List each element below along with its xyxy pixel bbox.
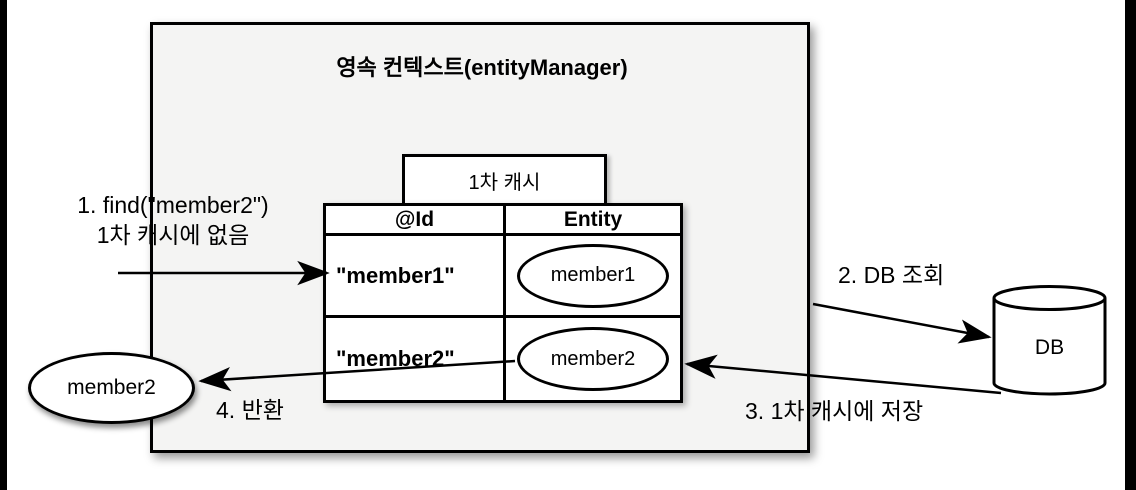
returned-entity-ellipse: member2 [28,352,195,424]
persistence-context-title: 영속 컨텍스트(entityManager) [336,55,628,80]
table-header-row: @Id Entity [326,206,680,236]
step1-label: 1. find("member2") 1차 캐시에 없음 [45,190,301,250]
id-cell-member1: "member1" [326,236,506,315]
left-frame-bar [0,0,7,490]
column-header-entity: Entity [563,207,623,231]
step2-label: 2. DB 조회 [838,262,945,288]
table-row: "member1" member1 [326,236,680,318]
step1-line2: 1차 캐시에 없음 [96,222,250,248]
step1-line1: 1. find("member2") [77,192,269,218]
column-header-id: @Id [326,206,506,233]
first-level-cache-label: 1차 캐시 [468,171,541,194]
first-level-cache-tab: 1차 캐시 [402,154,607,206]
step4-label: 4. 반환 [216,397,284,423]
step3-label: 3. 1차 캐시에 저장 [745,398,924,424]
id-cell-member2: "member2" [326,318,506,400]
entity-cell-member2: member2 [506,318,680,400]
first-level-cache-table: @Id Entity "member1" member1 "member2" m… [323,203,683,403]
db-label: DB [1034,336,1065,359]
entity-ellipse-member2: member2 [517,327,669,391]
returned-entity-label: member2 [67,376,156,399]
entity-ellipse-member1-label: member1 [550,264,636,286]
right-frame-bar [1125,0,1136,490]
table-row: "member2" member2 [326,318,680,400]
entity-cell-member1: member1 [506,236,680,315]
arrow-step2-db-lookup [812,302,992,344]
entity-ellipse-member2-label: member2 [550,347,636,370]
entity-ellipse-member1: member1 [517,243,669,308]
